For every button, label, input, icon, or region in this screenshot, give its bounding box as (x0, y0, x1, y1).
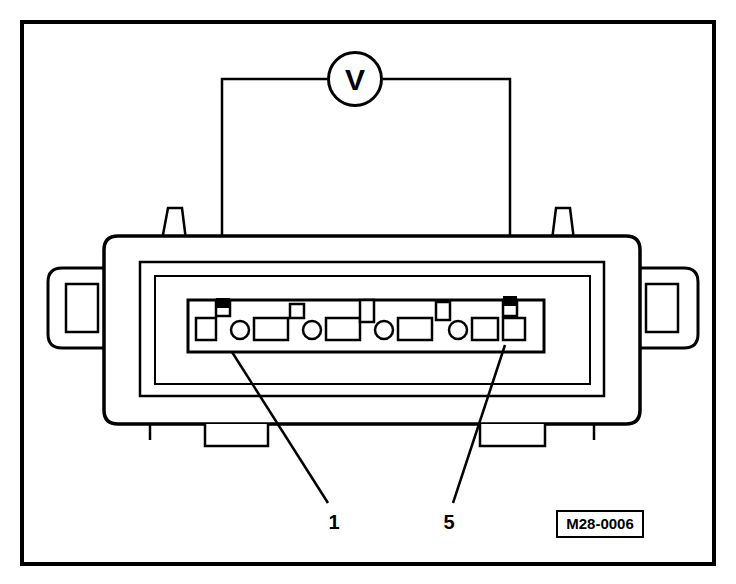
housing-ear (48, 268, 104, 348)
leader-line (453, 345, 505, 503)
figure-code: M28-0006 (566, 516, 634, 533)
meter-symbol: V (345, 63, 365, 96)
housing-ear (640, 268, 698, 348)
pin-cavities (196, 300, 525, 340)
housing-ear (646, 284, 678, 332)
housing-inner (140, 262, 604, 396)
housing-tab (149, 424, 152, 440)
housing-tab (205, 424, 268, 446)
figure-code-box: M28-0006 (556, 510, 644, 539)
housing-inner (155, 276, 590, 384)
pin-row (188, 300, 544, 352)
pin-contact (503, 296, 517, 306)
callout-number: 1 (328, 512, 339, 532)
frame (22, 22, 714, 564)
connector-housing (104, 236, 640, 424)
housing-tab (480, 424, 545, 446)
housing-ear (66, 284, 98, 332)
leader-line (232, 352, 328, 503)
callout-number: 5 (443, 512, 454, 532)
pin-contact (216, 298, 230, 308)
housing-tab (593, 424, 596, 440)
meter-circle: V (327, 51, 383, 107)
